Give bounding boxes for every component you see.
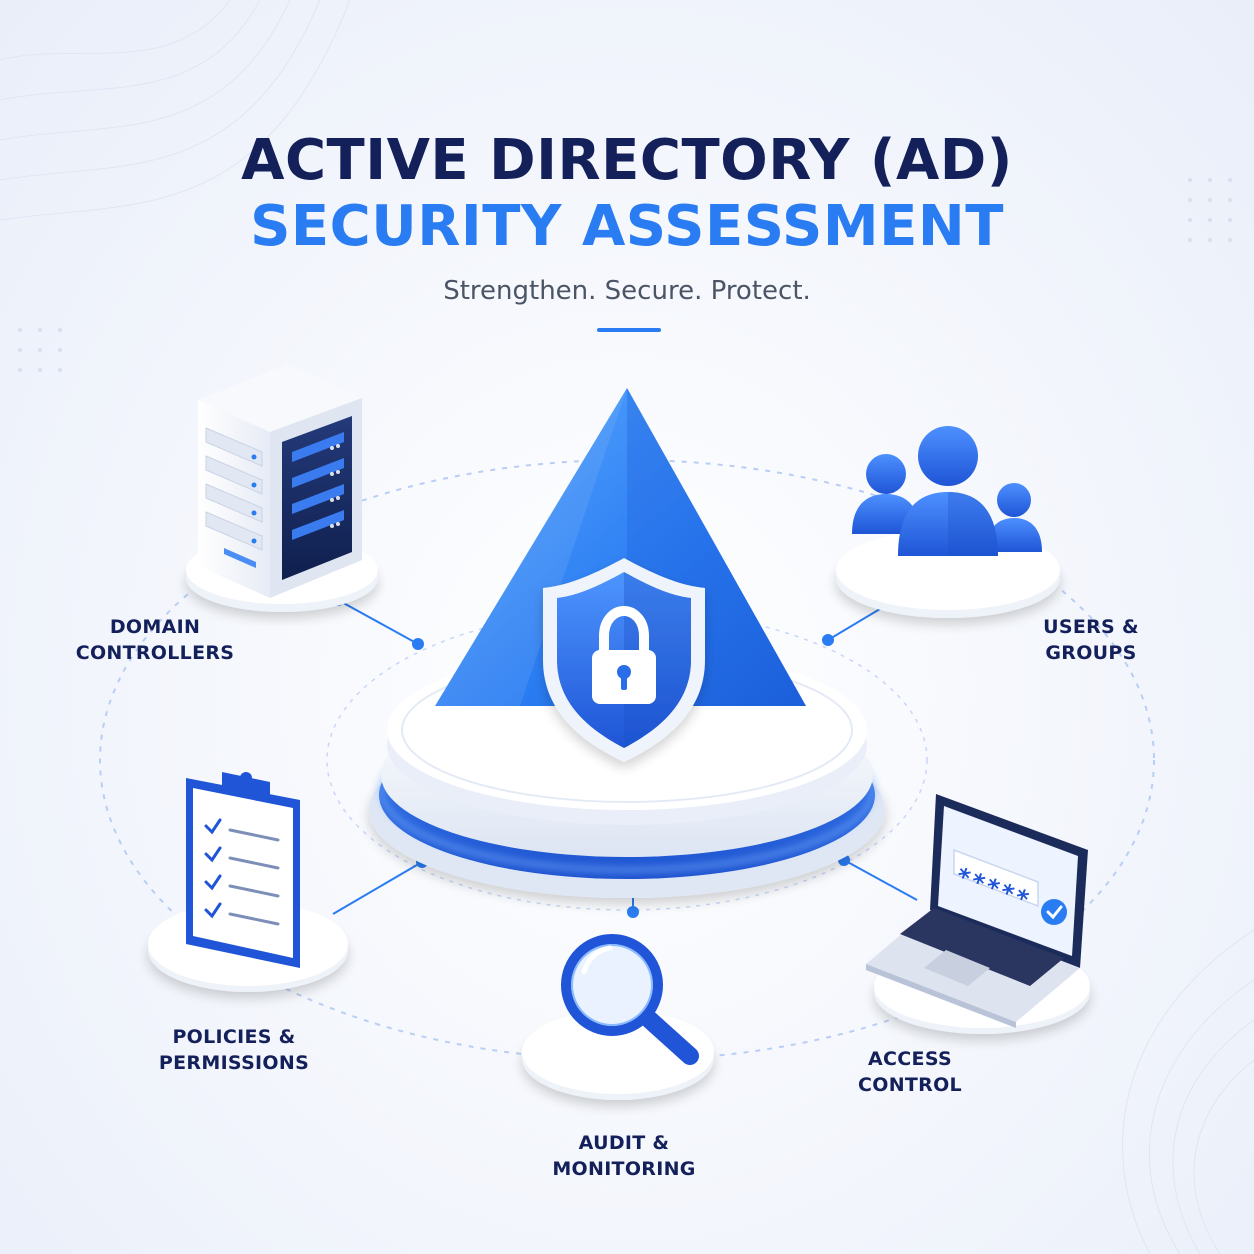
users-icon xyxy=(836,426,1060,618)
tagline: Strengthen. Secure. Protect. xyxy=(443,276,811,306)
title-underline xyxy=(597,328,661,332)
label-audit-monitoring-line-1: AUDIT & xyxy=(578,1132,670,1154)
label-access-control-line-2: CONTROL xyxy=(858,1074,962,1096)
label-policies-permissions: POLICIES & PERMISSIONS xyxy=(114,1024,354,1076)
label-domain-controllers-line-1: DOMAIN xyxy=(109,616,201,638)
title-line-1: ACTIVE DIRECTORY (AD) xyxy=(241,128,1013,193)
label-domain-controllers-line-2: CONTROLLERS xyxy=(75,642,235,664)
padlock-icon xyxy=(592,605,656,704)
clipboard-checklist-icon xyxy=(148,772,348,992)
label-audit-monitoring-line-2: MONITORING xyxy=(552,1158,696,1180)
label-access-control: ACCESS CONTROL xyxy=(790,1046,1030,1098)
laptop-password-icon xyxy=(866,794,1090,1034)
label-domain-controllers: DOMAIN CONTROLLERS xyxy=(35,614,275,666)
label-users-groups: USERS & GROUPS xyxy=(971,614,1211,666)
label-users-groups-line-1: USERS & xyxy=(1043,616,1139,638)
inner-orbit-ring xyxy=(326,609,928,911)
title-line-2: SECURITY ASSESSMENT xyxy=(250,194,1004,259)
label-access-control-line-1: ACCESS xyxy=(868,1048,952,1070)
magnifier-icon xyxy=(522,934,714,1100)
background-dot-grid xyxy=(18,178,1232,372)
label-audit-monitoring: AUDIT & MONITORING xyxy=(504,1130,744,1182)
server-icon xyxy=(186,364,378,612)
label-policies-permissions-line-2: PERMISSIONS xyxy=(158,1052,310,1074)
label-users-groups-line-2: GROUPS xyxy=(1045,642,1137,664)
label-policies-permissions-line-1: POLICIES & xyxy=(172,1026,296,1048)
